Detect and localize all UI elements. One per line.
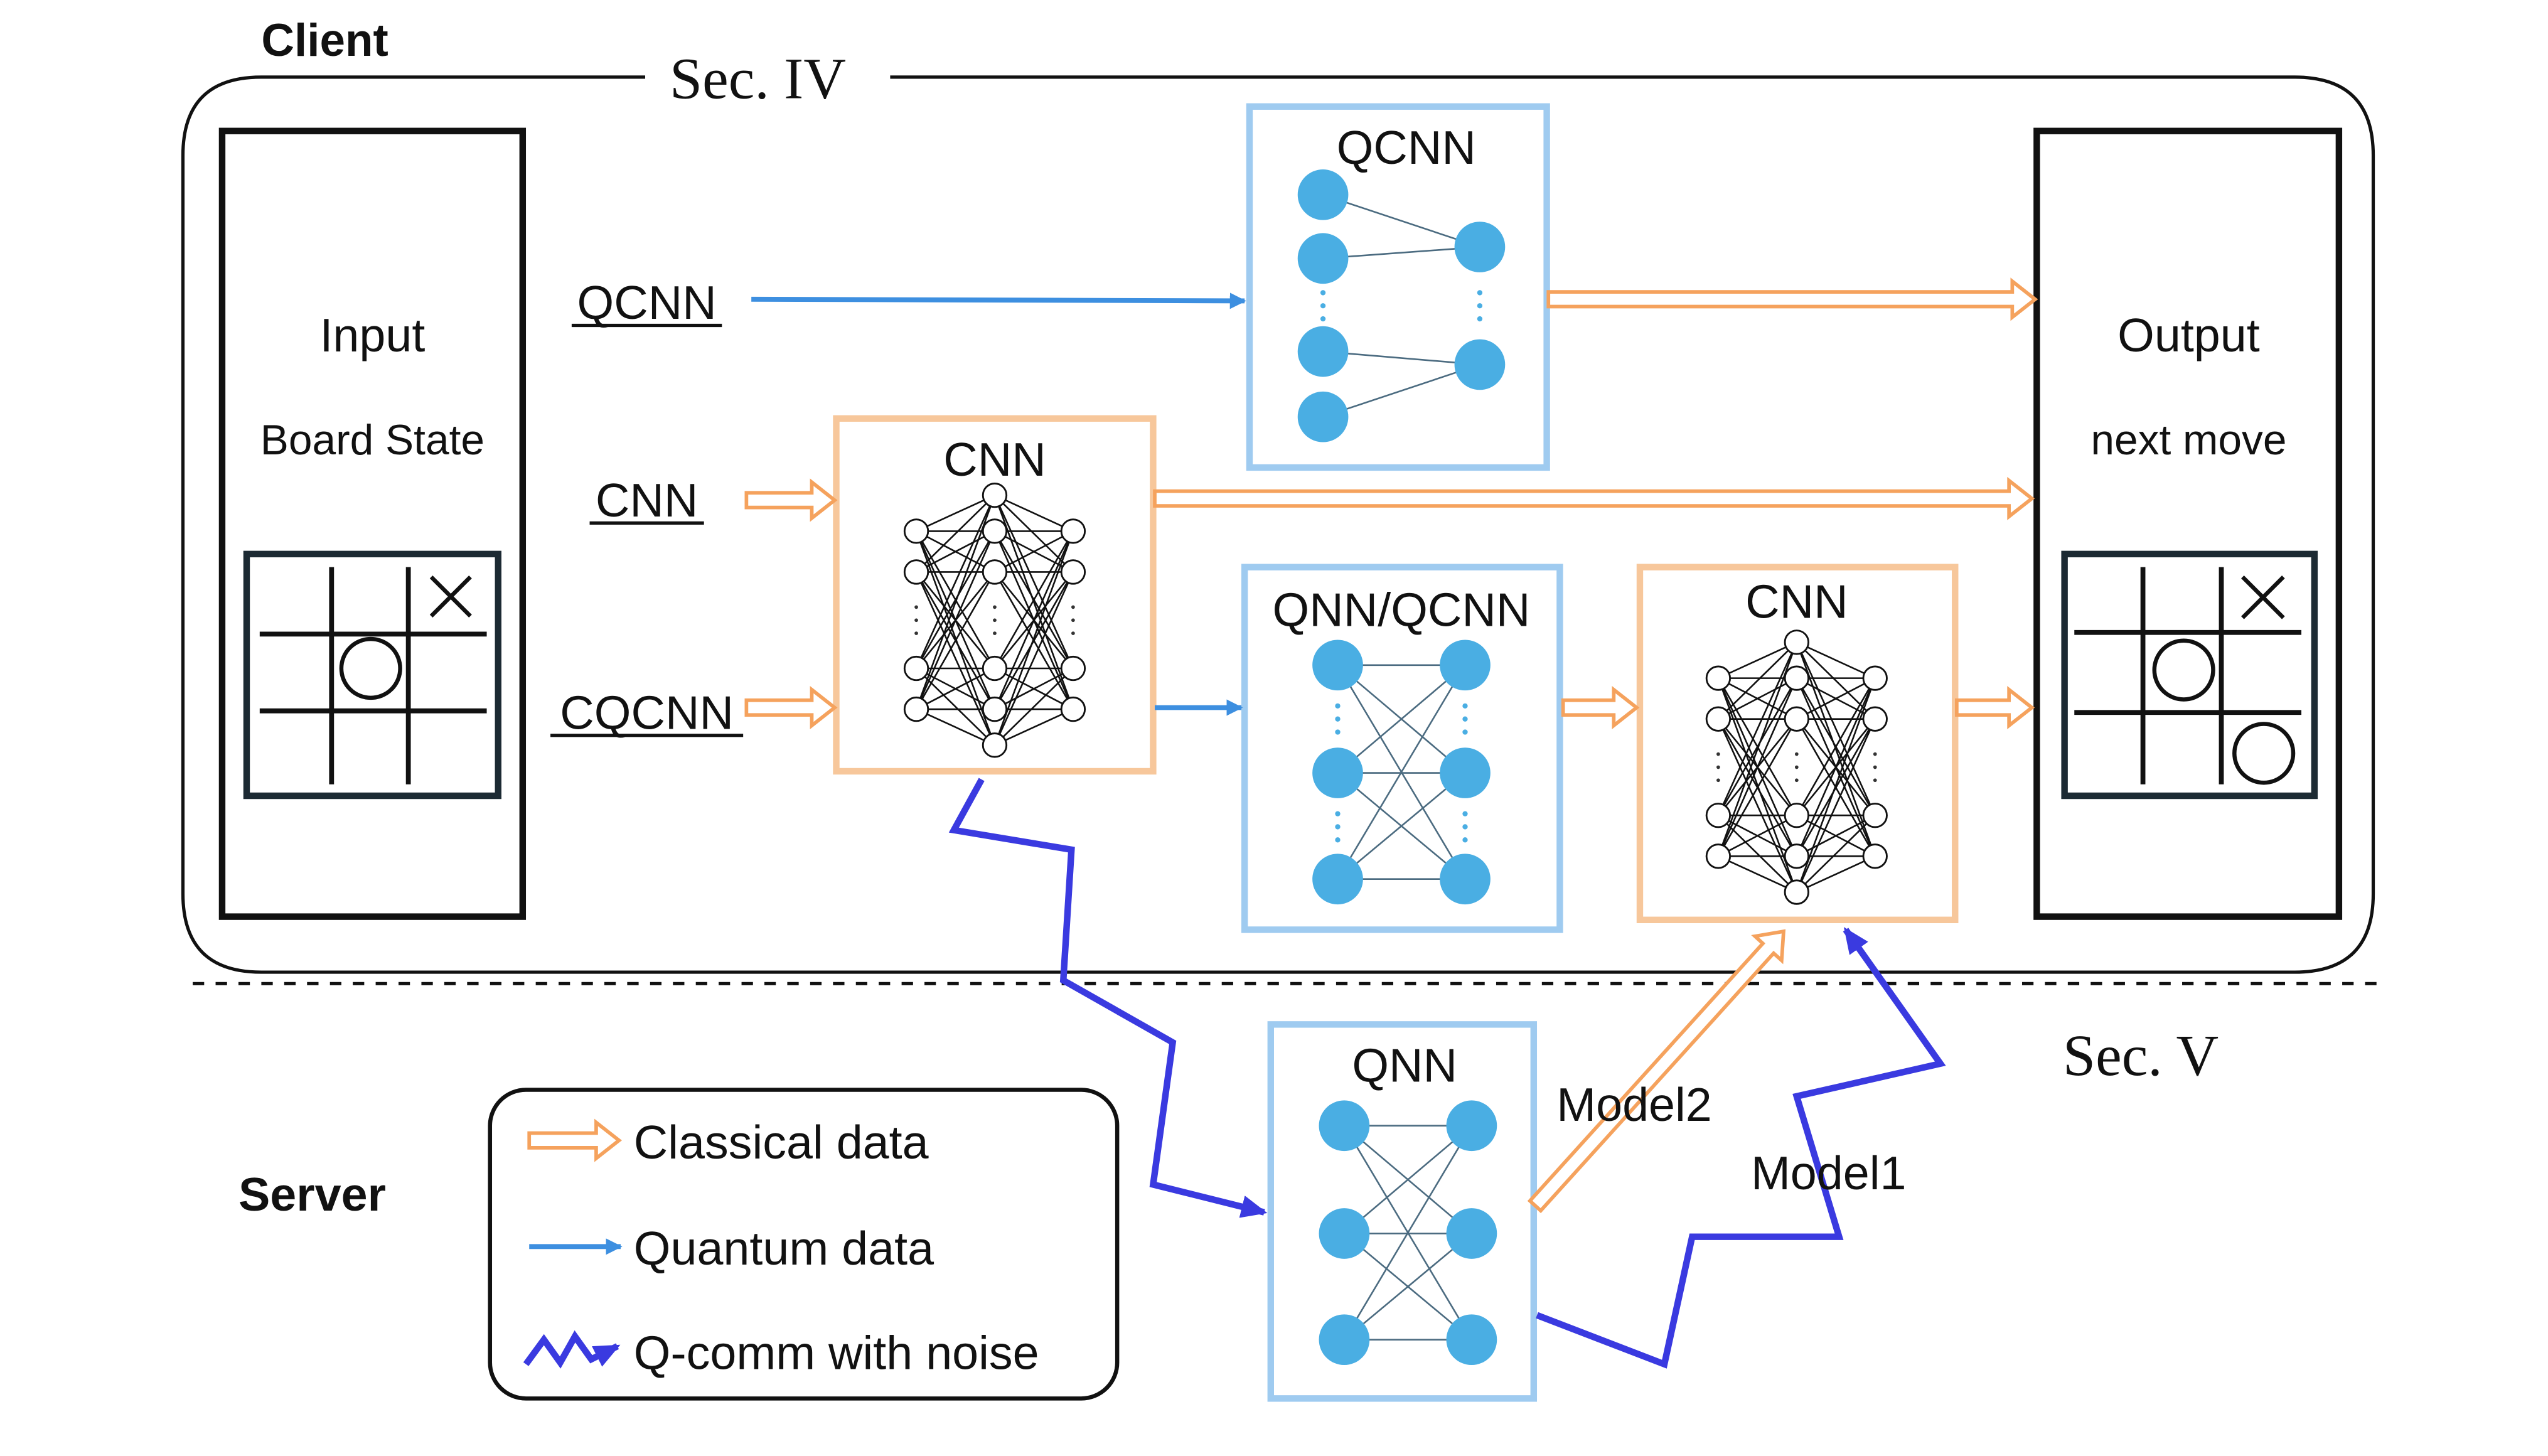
client-label: Client	[261, 15, 388, 66]
cnn-right-network	[1705, 629, 1888, 905]
model2-label: Model2	[1556, 1078, 1712, 1131]
sec4-label: Sec. IV	[670, 47, 846, 112]
qcnn-network	[1297, 169, 1506, 442]
legend: Classical data Quantum data Q-comm with …	[488, 1088, 1120, 1401]
legend-qcomm-label: Q-comm with noise	[634, 1327, 1039, 1379]
legend-classical-arrow-shape	[527, 1118, 623, 1162]
model1-label: Model1	[1751, 1147, 1907, 1199]
legend-qcomm-arrow-icon	[523, 1330, 621, 1369]
server-label: Server	[238, 1168, 386, 1221]
board-circle-mark	[2152, 638, 2215, 702]
classical-arrow-cnn-in	[744, 478, 838, 522]
qcnn-box: QCNN	[1246, 103, 1550, 471]
input-box: Input Board State	[218, 127, 527, 920]
input-title: Input	[319, 309, 425, 361]
classical-arrow-cnn-to-output	[1955, 685, 2035, 729]
cnn-left-network	[903, 482, 1086, 758]
qcomm-to-server-path	[948, 778, 1268, 1218]
svg-text:CNN: CNN	[596, 474, 699, 527]
quantum-arrow-qcnn-in	[751, 292, 1246, 309]
input-board	[243, 550, 501, 800]
route-label-cqcnn: CQCNN	[550, 686, 744, 739]
legend-quantum-label: Quantum data	[634, 1222, 934, 1275]
classical-arrow-cnn-out	[1153, 476, 2035, 520]
classical-arrow-model2	[1527, 929, 1786, 1214]
cnn-right-title: CNN	[1745, 575, 1848, 628]
classical-arrow-qcnn-out	[1546, 277, 2038, 321]
legend-classical-arrow-icon	[527, 1118, 623, 1162]
qcomm-model1-path	[1536, 927, 1946, 1369]
route-label-qcnn: QCNN	[571, 276, 722, 329]
board-circle-mark	[339, 636, 402, 700]
qnn-qcnn-network	[1312, 640, 1491, 905]
board-circle-mark-new	[2232, 722, 2296, 785]
qnn-qcnn-title: QNN/QCNN	[1273, 583, 1531, 636]
board-cross-mark	[429, 575, 472, 618]
classical-arrow-cqcnn-in	[744, 685, 838, 729]
route-label-cnn: CNN	[589, 474, 704, 527]
legend-classical-label: Classical data	[634, 1116, 929, 1169]
qnn-server-network	[1319, 1100, 1497, 1365]
output-subtitle: next move	[2090, 417, 2286, 464]
svg-text:CQCNN: CQCNN	[560, 686, 734, 739]
qnn-server-box: QNN	[1267, 1021, 1538, 1402]
client-frame	[181, 75, 2375, 974]
board-cross-mark	[2241, 575, 2285, 619]
output-board	[2061, 550, 2318, 800]
input-subtitle: Board State	[260, 417, 484, 464]
cnn-box-right: CNN	[1636, 564, 1959, 924]
classical-arrow-qnn-to-cnn	[1561, 685, 1640, 729]
output-title: Output	[2117, 309, 2260, 361]
cnn-left-title: CNN	[943, 433, 1046, 486]
output-box: Output next move	[2033, 127, 2343, 920]
sec5-label: Sec. V	[2063, 1024, 2219, 1088]
svg-text:QCNN: QCNN	[577, 276, 717, 329]
qnn-qcnn-box: QNN/QCNN	[1241, 564, 1563, 933]
classical-arrows	[744, 277, 2038, 1214]
cnn-box-left: CNN	[833, 415, 1157, 775]
qnn-server-title: QNN	[1352, 1039, 1457, 1091]
qcnn-box-title: QCNN	[1337, 121, 1476, 174]
